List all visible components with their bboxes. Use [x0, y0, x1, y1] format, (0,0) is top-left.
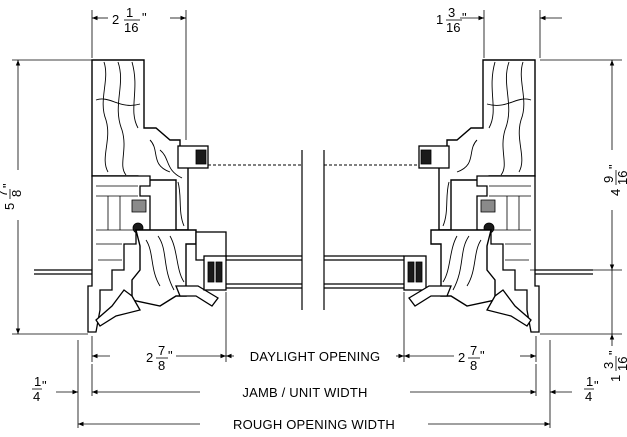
svg-text:": " [606, 350, 621, 355]
svg-text:1: 1 [436, 12, 443, 27]
svg-text:4: 4 [585, 389, 592, 404]
dim-left-height: 5 7 8 " [0, 183, 24, 210]
svg-text:16: 16 [615, 171, 627, 185]
daylight-opening-label: DAYLIGHT OPENING [250, 349, 381, 364]
jamb-unit-width-label: JAMB / UNIT WIDTH [242, 385, 367, 400]
svg-text:16: 16 [446, 20, 460, 35]
dim-top-left: 2 1 16 " [112, 5, 147, 35]
svg-text:5: 5 [2, 203, 17, 210]
dim-bottom-left-sash: 2 7 8 " [146, 343, 173, 373]
break-lines [208, 150, 420, 310]
svg-text:16: 16 [124, 20, 138, 35]
svg-text:1: 1 [34, 374, 41, 389]
svg-text:7: 7 [158, 343, 165, 358]
dim-right-height: 4 9 16 " [601, 164, 627, 196]
dimension-lines [12, 10, 622, 428]
svg-text:2: 2 [146, 350, 153, 365]
svg-text:4: 4 [33, 389, 40, 404]
dim-left-shim: 1 4 " [32, 374, 47, 404]
glass-unit [203, 255, 427, 291]
svg-text:": " [168, 348, 173, 363]
svg-text:1: 1 [586, 374, 593, 389]
svg-text:1: 1 [608, 375, 623, 382]
svg-text:3: 3 [601, 362, 616, 369]
svg-text:": " [142, 10, 147, 25]
svg-text:": " [42, 378, 47, 393]
svg-text:2: 2 [458, 350, 465, 365]
svg-text:7: 7 [470, 343, 477, 358]
dim-top-right: 1 3 16 " [436, 5, 467, 35]
svg-text:": " [606, 164, 621, 169]
svg-text:3: 3 [448, 5, 455, 20]
left-seal-icon [195, 149, 207, 165]
svg-text:4: 4 [608, 189, 623, 196]
right-jamb-section [408, 59, 593, 333]
svg-text:8: 8 [470, 358, 477, 373]
svg-text:": " [594, 378, 599, 393]
svg-text:7: 7 [0, 190, 10, 197]
svg-text:2: 2 [112, 12, 119, 27]
dim-right-small: 1 3 16 " [601, 350, 627, 382]
rough-opening-width-label: ROUGH OPENING WIDTH [233, 417, 395, 432]
dim-bottom-right-sash: 2 7 8 " [458, 343, 485, 373]
svg-text:8: 8 [9, 190, 24, 197]
svg-text:16: 16 [615, 357, 627, 371]
svg-text:": " [0, 183, 15, 188]
svg-text:8: 8 [158, 358, 165, 373]
svg-text:": " [462, 10, 467, 25]
svg-text:": " [480, 348, 485, 363]
dim-right-shim: 1 4 " [584, 374, 599, 404]
svg-text:1: 1 [126, 5, 133, 20]
left-alu-extrusion [87, 175, 151, 333]
svg-text:9: 9 [601, 176, 616, 183]
left-jamb-section [34, 59, 227, 333]
